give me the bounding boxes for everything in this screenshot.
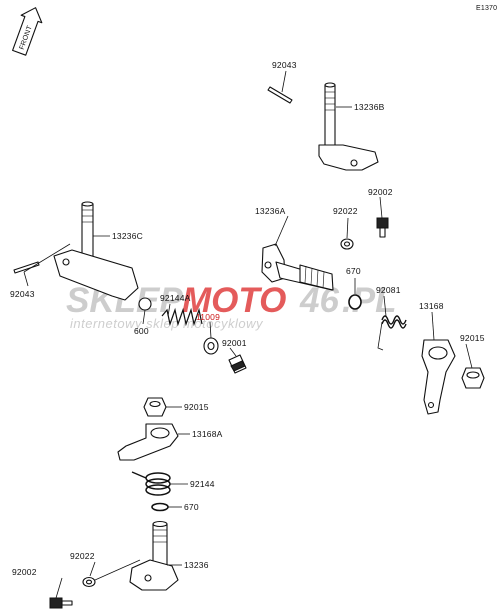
callout-13168a: 13168A bbox=[192, 429, 223, 439]
washer-11009-drawing bbox=[203, 337, 219, 355]
callout-13236c: 13236C bbox=[112, 231, 143, 241]
shaft-13236a-drawing bbox=[261, 243, 334, 291]
callout-13236b: 13236B bbox=[354, 102, 385, 112]
bolt-92002-right-drawing bbox=[376, 217, 389, 238]
callout-11009: 11009 bbox=[196, 312, 220, 322]
spring-92144-drawing bbox=[131, 471, 171, 496]
callout-670-mid: 670 bbox=[346, 266, 361, 276]
watermark-tagline: internetowy sklep motocyklowy bbox=[70, 316, 264, 331]
diagram-code: E1370 bbox=[476, 5, 497, 12]
pin-92043-left-drawing bbox=[13, 261, 40, 274]
callout-13236: 13236 bbox=[184, 560, 209, 570]
callout-13236a: 13236A bbox=[255, 206, 286, 216]
callout-92022-mid: 92022 bbox=[333, 206, 358, 216]
spring-92144a-drawing bbox=[161, 307, 203, 327]
arm-13168a-drawing bbox=[117, 423, 179, 461]
plug-92001-drawing bbox=[228, 354, 247, 374]
oring-670-mid-drawing bbox=[348, 294, 362, 310]
arm-13168-drawing bbox=[421, 339, 456, 415]
callout-92015-right: 92015 bbox=[460, 333, 485, 343]
callout-92144a: 92144A bbox=[160, 293, 191, 303]
callout-13168: 13168 bbox=[419, 301, 444, 311]
callout-92022-low: 92022 bbox=[70, 551, 95, 561]
oring-670-low-drawing bbox=[151, 502, 169, 512]
nut-92015-right-drawing bbox=[461, 367, 485, 389]
callout-92081: 92081 bbox=[376, 285, 401, 295]
nut-92015-low-drawing bbox=[143, 397, 167, 417]
shaft-13236-drawing bbox=[129, 520, 179, 591]
callout-92002-low: 92002 bbox=[12, 567, 37, 577]
spring-92081-drawing bbox=[377, 315, 407, 351]
pin-92043-top-drawing bbox=[267, 86, 293, 104]
front-arrow: FRONT bbox=[12, 7, 43, 56]
ball-600-drawing bbox=[138, 297, 152, 311]
callout-92002-right: 92002 bbox=[368, 187, 393, 197]
bolt-92002-low-drawing bbox=[49, 597, 73, 609]
washer-92022-mid-drawing bbox=[340, 238, 354, 250]
callout-92001: 92001 bbox=[222, 338, 247, 348]
callout-92144: 92144 bbox=[190, 479, 215, 489]
callout-92043-left: 92043 bbox=[10, 289, 35, 299]
shaft-13236b-drawing bbox=[318, 82, 379, 171]
callout-670-low: 670 bbox=[184, 502, 199, 512]
shaft-13236c-drawing bbox=[53, 201, 139, 301]
callout-92015-low: 92015 bbox=[184, 402, 209, 412]
callout-600: 600 bbox=[134, 326, 149, 336]
leader-lines bbox=[23, 70, 473, 599]
callout-92043-top: 92043 bbox=[272, 60, 297, 70]
washer-92022-low-drawing bbox=[82, 576, 96, 588]
